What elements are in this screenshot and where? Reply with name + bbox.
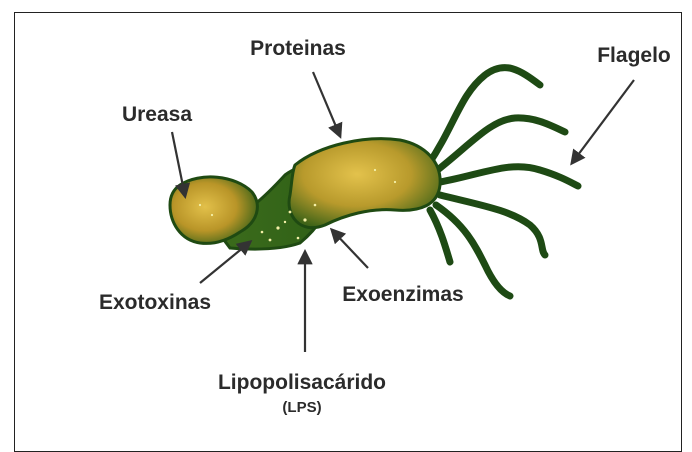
label-proteinas: Proteinas: [250, 37, 346, 60]
label-exoenzimas: Exoenzimas: [342, 283, 463, 306]
arrow-exoenzimas: [332, 230, 368, 268]
bacterium-diagram: Proteinas Flagelo Ureasa Exotoxinas Exoe…: [0, 0, 692, 435]
label-lps: (LPS): [282, 399, 321, 416]
label-ureasa: Ureasa: [122, 103, 192, 126]
label-flagelo: Flagelo: [597, 44, 671, 67]
arrow-proteinas: [313, 72, 340, 136]
flagella: [428, 68, 578, 296]
arrow-flagelo: [572, 80, 634, 163]
flagellum: [440, 167, 578, 186]
label-exotoxinas: Exotoxinas: [99, 291, 211, 314]
bacterium-body: [170, 139, 440, 249]
label-lipopolisacarido: Lipopolisacárido: [218, 371, 386, 394]
arrow-exotoxinas: [200, 242, 250, 283]
flagellum: [435, 118, 565, 172]
body-right: [289, 139, 440, 228]
